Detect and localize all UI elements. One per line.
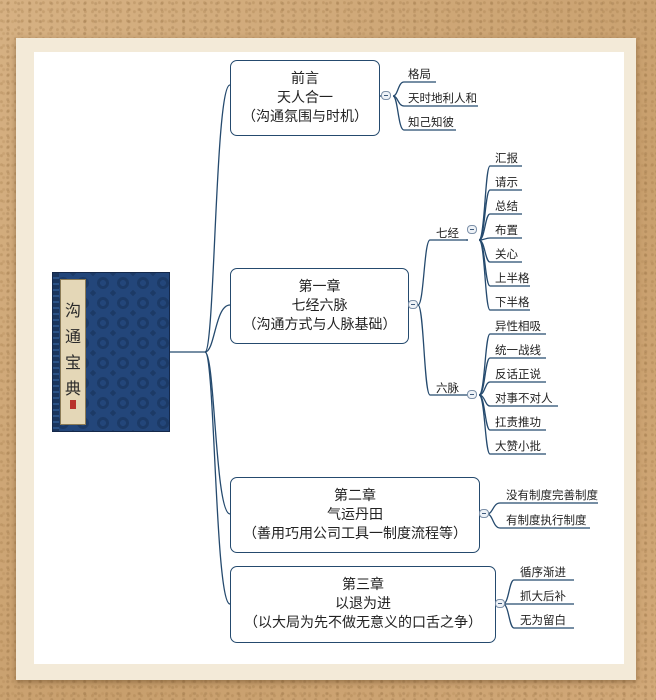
topic-line: 七经六脉	[291, 297, 348, 314]
leaf-topic[interactable]: 请示	[495, 175, 518, 189]
leaf-topic[interactable]: 有制度执行制度	[506, 513, 587, 527]
topic-line: （以大局为先不做无意义的口舌之争）	[244, 615, 482, 631]
topic-line: 天人合一	[277, 89, 333, 106]
topic-line: 前言	[291, 70, 319, 87]
leaf-topic[interactable]: 总结	[495, 199, 518, 213]
leaf-topic[interactable]: 循序渐进	[520, 565, 566, 579]
leaf-topic[interactable]: 统一战线	[495, 343, 541, 357]
collapse-toggle-icon[interactable]	[381, 91, 391, 100]
book-title-char: 宝	[64, 353, 81, 372]
topic-chapter-3[interactable]: 第三章 以退为进 （以大局为先不做无意义的口舌之争）	[230, 566, 496, 643]
topic-preface[interactable]: 前言 天人合一 （沟通氛围与时机）	[230, 60, 380, 136]
leaf-topic[interactable]: 反话正说	[495, 367, 541, 381]
book-title-char: 通	[64, 327, 81, 346]
collapse-toggle-icon[interactable]	[479, 509, 489, 518]
collapse-toggle-icon[interactable]	[467, 225, 477, 234]
topic-chapter-2[interactable]: 第二章 气运丹田 （善用巧用公司工具一制度流程等）	[230, 477, 480, 553]
leaf-topic[interactable]: 异性相吸	[495, 319, 541, 333]
leaf-topic[interactable]: 关心	[495, 247, 518, 261]
subtopic-liumai[interactable]: 六脉	[436, 381, 459, 395]
leaf-topic[interactable]: 没有制度完善制度	[506, 488, 598, 502]
topic-line: 第二章	[334, 487, 376, 504]
leaf-topic[interactable]: 无为留白	[520, 613, 566, 627]
leaf-topic[interactable]: 知己知彼	[408, 115, 454, 129]
topic-chapter-1[interactable]: 第一章 七经六脉 （沟通方式与人脉基础）	[230, 268, 409, 344]
leaf-topic[interactable]: 抓大后补	[520, 589, 566, 603]
leaf-topic[interactable]: 布置	[495, 223, 518, 237]
root-book-cover[interactable]: 沟 通 宝 典	[52, 272, 170, 432]
collapse-toggle-icon[interactable]	[408, 300, 418, 309]
leaf-topic[interactable]: 格局	[408, 67, 431, 81]
book-title-char: 沟	[64, 301, 81, 320]
collapse-toggle-icon[interactable]	[467, 390, 477, 399]
leaf-topic[interactable]: 扛责推功	[495, 415, 541, 429]
red-seal-icon	[70, 400, 76, 409]
topic-line: 第三章	[342, 577, 384, 593]
leaf-topic[interactable]: 对事不对人	[495, 391, 553, 405]
collapse-toggle-icon[interactable]	[495, 599, 505, 608]
leaf-topic[interactable]: 天时地利人和	[408, 91, 477, 105]
leaf-topic[interactable]: 汇报	[495, 151, 518, 165]
book-title-char: 典	[64, 379, 81, 398]
leaf-topic[interactable]: 大赞小批	[495, 439, 541, 453]
topic-line: （善用巧用公司工具一制度流程等）	[243, 525, 467, 542]
topic-line: 以退为进	[335, 596, 391, 612]
topic-line: 气运丹田	[327, 506, 383, 523]
book-title-label: 沟 通 宝 典	[60, 279, 86, 425]
subtopic-qijing[interactable]: 七经	[436, 226, 459, 240]
book-binding	[53, 273, 59, 431]
leaf-topic[interactable]: 上半格	[495, 271, 530, 285]
topic-line: （沟通方式与人脉基础）	[242, 316, 397, 333]
leaf-topic[interactable]: 下半格	[495, 295, 530, 309]
topic-line: 第一章	[298, 278, 341, 295]
topic-line: （沟通氛围与时机）	[242, 108, 368, 125]
